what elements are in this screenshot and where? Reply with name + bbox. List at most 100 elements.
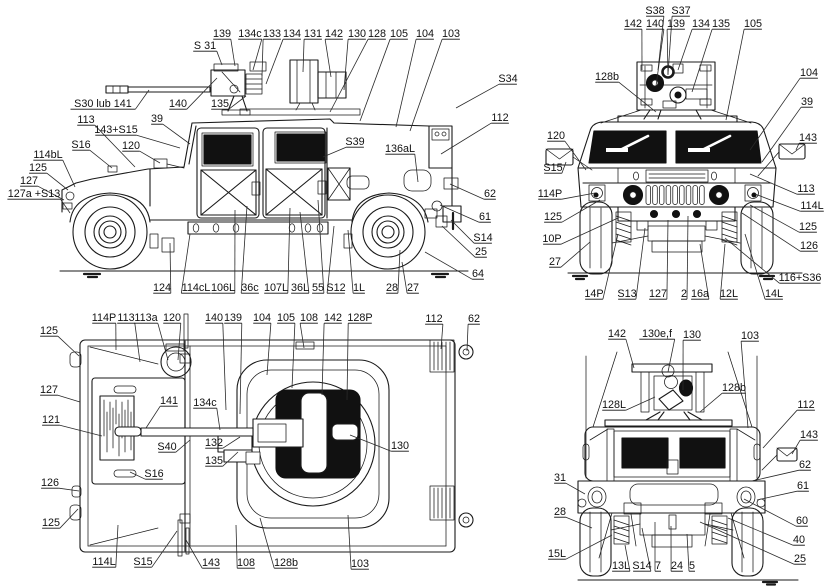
callout-label: 131 — [304, 28, 322, 40]
callout-label: 113 — [117, 312, 134, 324]
callout-leader — [240, 205, 248, 294]
callout-label: 130 — [348, 28, 366, 40]
callout-label: 15L — [548, 548, 566, 560]
front-wheel — [72, 194, 148, 270]
grille — [645, 185, 705, 205]
callout-label: 127 — [40, 384, 58, 396]
callout-leader — [756, 490, 798, 501]
callout-label: 16a — [691, 288, 709, 300]
callout-leader — [666, 29, 669, 76]
callout-leader — [57, 394, 81, 403]
callout-label: 125 — [40, 325, 58, 337]
callout-label: 128b — [274, 557, 298, 569]
callout-leader — [724, 237, 780, 284]
callout-label: S38 — [645, 5, 664, 17]
callout-leader — [561, 192, 596, 200]
callout-label: 62 — [799, 459, 811, 471]
callout-leader — [349, 434, 392, 452]
callout-leader — [657, 16, 665, 71]
callout-leader — [324, 39, 332, 78]
callout-label: 24 — [671, 560, 683, 572]
callout-leader — [299, 211, 310, 294]
callout-leader — [291, 323, 296, 389]
callout-leader — [795, 143, 800, 151]
callout-leader — [162, 123, 191, 145]
callout-leader — [129, 471, 146, 480]
callout-leader — [565, 482, 586, 495]
callout-label: 62 — [468, 313, 480, 325]
callout-leader — [177, 323, 182, 361]
callout-label: 134 — [283, 28, 301, 40]
callout-leader — [343, 39, 349, 91]
callout-label: 130 — [391, 440, 409, 452]
callout-label: 28 — [554, 506, 566, 518]
callout-label: 114bL — [33, 149, 62, 161]
callout-label: 126 — [41, 477, 59, 489]
callout-leader — [564, 140, 587, 171]
callout-label: 127 — [20, 175, 38, 187]
callout-label: 5 — [689, 560, 695, 572]
callout-leader — [677, 29, 693, 71]
callout-leader — [222, 451, 239, 467]
callout-label: 135 — [211, 98, 229, 110]
callout-label: 143 — [799, 132, 817, 144]
callout-label: 36c — [241, 282, 259, 294]
callout-label: 127a +S13 — [8, 188, 61, 200]
callout-leader — [667, 339, 676, 373]
callout-label: 103 — [442, 28, 460, 40]
callout-leader — [235, 524, 238, 569]
callout-label: 140 — [205, 312, 223, 324]
callout-leader — [749, 173, 798, 195]
callout-leader — [37, 185, 65, 201]
callout-label: S39 — [345, 136, 364, 148]
callout-label: 105 — [277, 312, 295, 324]
callout-leader — [751, 469, 800, 482]
callout-leader — [449, 183, 485, 200]
callout-label: 36L — [291, 282, 309, 294]
left-mirror — [545, 148, 593, 171]
callout-label: 130 — [683, 329, 701, 341]
callout-label: 114P — [92, 312, 116, 324]
callout-leader — [725, 29, 745, 121]
front-view — [545, 61, 806, 281]
callout-leader — [602, 233, 619, 300]
machine-gun — [105, 59, 347, 116]
callout-label: 61 — [797, 480, 809, 492]
callout-label: 60 — [796, 515, 808, 527]
callout-label: 128b — [722, 382, 746, 394]
callout-leader — [222, 323, 227, 411]
callout-leader — [401, 261, 408, 294]
callout-label: 1L — [353, 282, 365, 294]
callout-label: 128 — [368, 28, 386, 40]
rear-wheel — [350, 194, 426, 270]
callout-leader — [321, 323, 325, 396]
callout-label: 108 — [300, 312, 318, 324]
callout-label: 114L — [92, 556, 115, 568]
callout-label: 126 — [800, 240, 818, 252]
callout-leader — [560, 241, 591, 268]
callout-label: 40 — [793, 534, 805, 546]
callout-leader — [222, 436, 241, 449]
callout-label: S34 — [498, 73, 517, 85]
callout-label: 113 — [77, 114, 94, 126]
callout-label: 130e,f — [642, 328, 673, 340]
callout-leader — [169, 242, 172, 294]
callout-label: 64 — [472, 268, 484, 280]
callout-leader — [62, 160, 76, 188]
callout-label: 14L — [765, 288, 783, 300]
callout-leader — [252, 39, 263, 71]
callout-leader — [175, 439, 191, 453]
callout-leader — [625, 339, 635, 369]
callout-label: S37 — [671, 5, 690, 17]
callout-leader — [59, 424, 103, 437]
callout-label: S15 — [133, 556, 152, 568]
callout-leader — [185, 539, 203, 569]
callout-label: 105 — [390, 28, 408, 40]
callout-leader — [699, 521, 795, 565]
callout-leader — [450, 219, 475, 244]
callout-leader — [216, 51, 223, 66]
callout-leader — [561, 161, 567, 174]
callout-label: 27 — [407, 282, 419, 294]
